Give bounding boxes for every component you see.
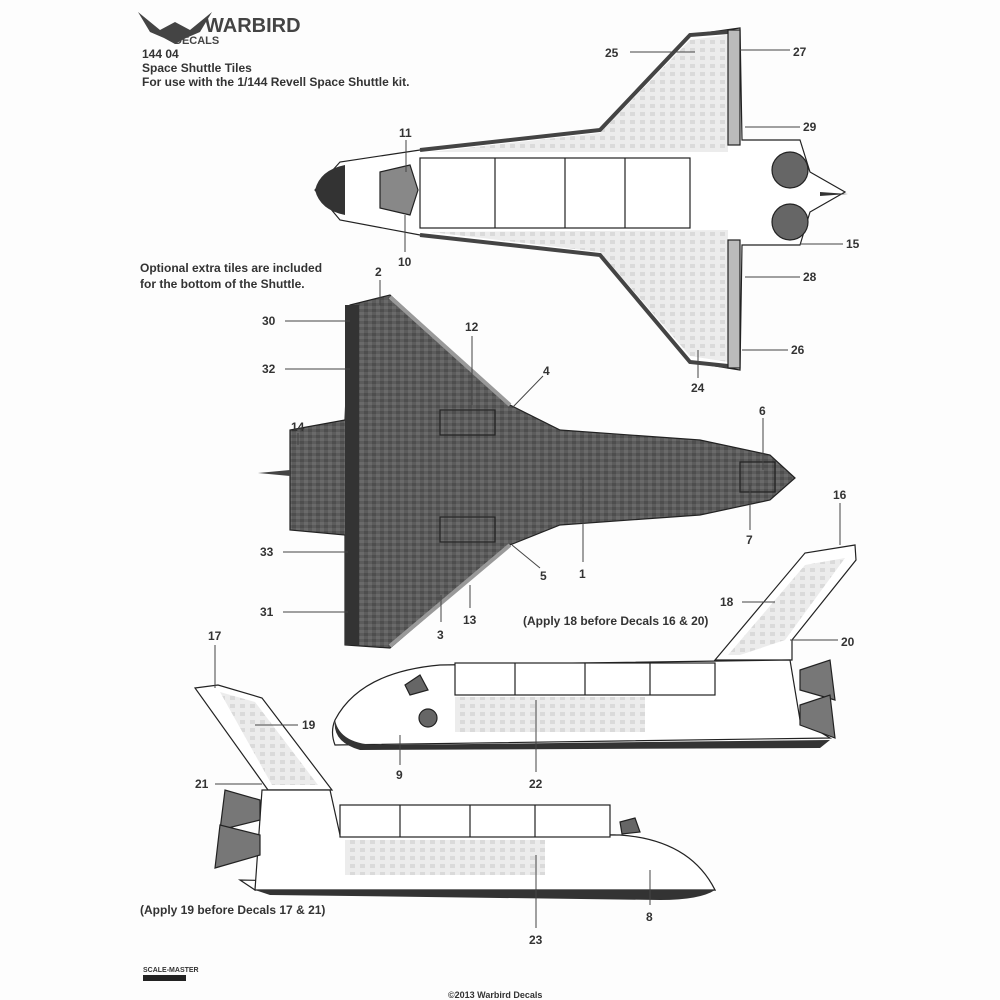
orbiter-bottom-view [258,294,796,649]
apply-19-note: (Apply 19 before Decals 17 & 21) [140,903,325,917]
callout-20: 20 [841,635,855,649]
apply-18-note: (Apply 18 before Decals 16 & 20) [523,614,708,628]
scalemaster-text: SCALE-MASTER [143,967,199,974]
callout-7: 7 [746,533,753,547]
callout-12: 12 [465,320,479,334]
callout-33: 33 [260,545,274,559]
callout-10: 10 [398,255,412,269]
callout-26: 26 [791,343,805,357]
product-code: 144 04 [142,47,179,61]
callout-23: 23 [529,933,543,947]
callout-31: 31 [260,605,274,619]
callout-2: 2 [375,265,382,279]
orbiter-side-view-left [193,684,717,900]
optional-tiles-note-line2: for the bottom of the Shuttle. [140,277,305,291]
callout-14: 14 [291,420,305,434]
sheet-subtitle: For use with the 1/144 Revell Space Shut… [142,75,409,89]
callouts: 25 27 11 29 15 10 28 2 30 12 26 32 4 24 … [195,45,860,947]
callout-5: 5 [540,569,547,583]
callout-32: 32 [262,362,276,376]
callout-13: 13 [463,613,477,627]
callout-1: 1 [579,567,586,581]
callout-9: 9 [396,768,403,782]
callout-11: 11 [399,126,412,140]
callout-25: 25 [605,46,619,60]
copyright: ©2013 Warbird Decals [448,990,542,1000]
callout-30: 30 [262,314,276,328]
callout-19: 19 [302,718,316,732]
callout-16: 16 [833,488,847,502]
callout-6: 6 [759,404,766,418]
brand-sub: DECALS [174,35,219,47]
callout-27: 27 [793,45,807,59]
callout-24: 24 [691,381,705,395]
orbiter-top-view [314,27,848,371]
callout-17: 17 [208,629,222,643]
callout-21: 21 [195,777,209,791]
sheet-title: Space Shuttle Tiles [142,61,252,75]
callout-28: 28 [803,270,817,284]
callout-29: 29 [803,120,817,134]
optional-tiles-note-line1: Optional extra tiles are included [140,261,322,275]
warbird-logo: WARBIRD DECALS [138,12,301,47]
brand-name: WARBIRD [205,15,301,37]
callout-8: 8 [646,910,653,924]
callout-4: 4 [543,364,550,378]
callout-18: 18 [720,595,734,609]
orbiter-side-view-right [331,544,857,750]
callout-3: 3 [437,628,444,642]
scalemaster-logo: SCALE-MASTER [143,967,199,981]
callout-22: 22 [529,777,543,791]
callout-15: 15 [846,237,860,251]
